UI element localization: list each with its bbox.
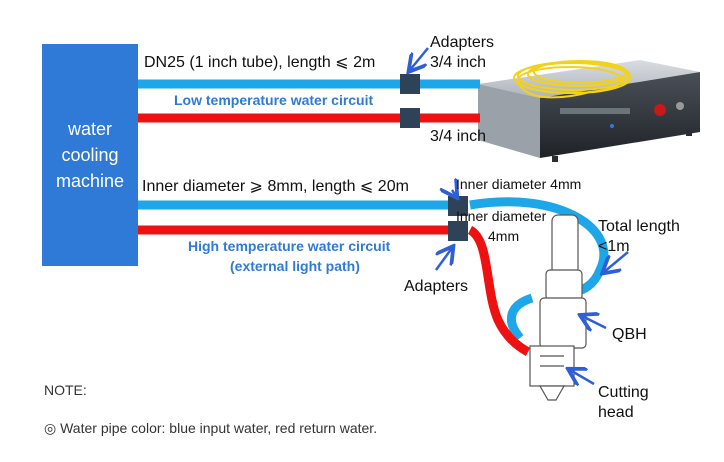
adapter-bottom-2 <box>448 221 468 241</box>
adapters-bottom-size-1: Inner diameter 4mm <box>456 176 582 192</box>
note-text: ◎ Water pipe color: blue input water, re… <box>44 420 378 436</box>
cooler-label-line-3: machine <box>55 171 125 191</box>
high-temp-circuit-label: High temperature water circuit <box>188 238 391 254</box>
low-temp-circuit-label: Low temperature water circuit <box>174 92 374 108</box>
cooler-label-line-1: water <box>67 119 112 139</box>
adapters-top-size-2: 3/4 inch <box>430 128 487 145</box>
adapter-top-2 <box>400 108 420 128</box>
adapter-top-1 <box>400 74 420 94</box>
top-pipe-spec: DN25 (1 inch tube), length ⩽ 2m <box>144 54 376 71</box>
cold-water-pipes <box>138 79 609 341</box>
total-length-line-1: Total length <box>598 218 680 235</box>
total-length-line-2: <1m <box>598 238 630 255</box>
laser-source-image <box>478 60 700 162</box>
qbh-label: QBH <box>612 326 647 343</box>
high-temp-circuit-sublabel: (external light path) <box>230 258 360 274</box>
adapters-bottom-size-2-line-2: 4mm <box>488 228 520 244</box>
cutting-head-line-1: Cutting <box>598 384 649 401</box>
cutting-head-image <box>529 214 587 401</box>
adapters-bottom-size-2-line-1: Inner diameter <box>456 208 547 224</box>
adapters-bottom-label: Adapters <box>404 278 469 295</box>
adapters-top-size-1: 3/4 inch <box>430 54 487 71</box>
fiber-coil-image <box>513 60 631 99</box>
water-cooling-machine: water cooling machine <box>42 44 138 266</box>
hot-water-pipes <box>138 113 531 356</box>
bottom-pipe-spec: Inner diameter ⩾ 8mm, length ⩽ 20m <box>142 178 409 195</box>
annotation-arrows <box>410 47 629 384</box>
cooler-label-line-2: cooling <box>61 145 119 165</box>
adapters-top-label: Adapters <box>430 34 495 51</box>
cutting-head-line-2: head <box>598 404 634 421</box>
note-title: NOTE: <box>44 382 87 398</box>
